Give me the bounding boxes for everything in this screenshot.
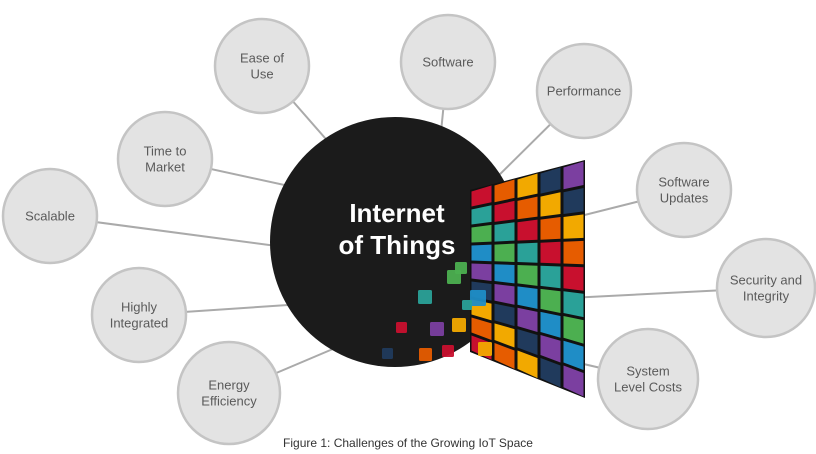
app-tile [540, 334, 561, 363]
app-tile [494, 200, 515, 222]
app-tile [517, 350, 538, 379]
app-tile [540, 192, 561, 217]
floating-tile [470, 290, 486, 306]
figure-caption: Figure 1: Challenges of the Growing IoT … [283, 436, 533, 450]
bubble-circle [635, 141, 733, 239]
app-tile [563, 340, 584, 371]
iot-hub [270, 117, 520, 367]
floating-tile [430, 322, 444, 336]
app-tile [540, 167, 561, 194]
bubble-circle [1, 167, 99, 265]
app-tile [494, 243, 515, 263]
app-tile [563, 266, 584, 291]
app-tile [540, 358, 561, 388]
bubble-scalable: Scalable [1, 167, 99, 265]
bubble-label: Security and [730, 273, 802, 288]
bubble-label: Energy [208, 378, 250, 393]
floating-tile [396, 322, 407, 333]
bubble-circle [399, 13, 497, 111]
app-tile [517, 329, 538, 356]
floating-tile [462, 300, 472, 310]
floating-tile [478, 342, 492, 356]
app-tile [563, 316, 584, 344]
hub-circle [270, 117, 520, 367]
app-tile [471, 263, 492, 281]
bubble-label: Integrated [110, 316, 169, 331]
bubble-label: Integrity [743, 289, 790, 304]
app-tile [494, 179, 515, 203]
app-tile [494, 283, 515, 305]
app-tile [471, 317, 492, 341]
app-tile [471, 205, 492, 225]
bubble-label: Highly [121, 300, 158, 315]
app-tile [471, 244, 492, 262]
app-tile [517, 219, 538, 241]
floating-tile [418, 290, 432, 304]
bubble-label: Use [250, 67, 273, 82]
floating-tile [419, 348, 432, 361]
bubble-label: Software [658, 175, 709, 190]
floating-tile [452, 318, 466, 332]
app-tile [494, 264, 515, 284]
app-tile [540, 288, 561, 314]
bubble-circle [90, 266, 188, 364]
floating-tile [455, 262, 467, 274]
bubble-circle [596, 327, 700, 431]
bubble-label: Ease of [240, 51, 284, 66]
hub-title-line: Internet [349, 198, 445, 228]
app-tile [540, 265, 561, 289]
bubble-label: System [626, 364, 669, 379]
bubble-circle [535, 42, 633, 140]
app-tile [563, 240, 584, 265]
bubble-label: Performance [547, 84, 621, 99]
bubble-circle [176, 340, 282, 446]
hub-title-line: of Things [339, 230, 456, 260]
floating-tile [442, 345, 454, 357]
app-tile [563, 187, 584, 215]
app-tile [517, 307, 538, 332]
app-tile [540, 241, 561, 264]
app-tile [517, 265, 538, 286]
app-tile [471, 185, 492, 207]
app-tile [517, 286, 538, 309]
bubble-performance: Performance [535, 42, 633, 140]
bubble-circle [116, 110, 214, 208]
app-tile [471, 224, 492, 243]
app-tile [517, 173, 538, 198]
bubble-label: Scalable [25, 209, 75, 224]
app-tile [494, 323, 515, 348]
app-tile [517, 242, 538, 263]
app-tile [517, 196, 538, 220]
bubble-software: Software [399, 13, 497, 111]
app-tile [494, 303, 515, 327]
bubble-label: Software [422, 55, 473, 70]
app-tile [563, 214, 584, 239]
bubble-circle [715, 237, 816, 339]
app-tile [563, 365, 584, 397]
floating-tile [382, 348, 393, 359]
bubble-label: Time to [144, 144, 187, 159]
bubble-label: Level Costs [614, 380, 682, 395]
bubble-circle [213, 17, 311, 115]
bubble-label: Updates [660, 191, 709, 206]
app-tile [540, 311, 561, 338]
bubble-label: Efficiency [201, 394, 257, 409]
app-tile [540, 217, 561, 240]
bubble-label: Market [145, 160, 185, 175]
app-tile [494, 222, 515, 242]
app-tile [563, 291, 584, 318]
device-tile-collage [382, 160, 585, 398]
app-tile [563, 161, 584, 190]
app-tile [494, 343, 515, 369]
